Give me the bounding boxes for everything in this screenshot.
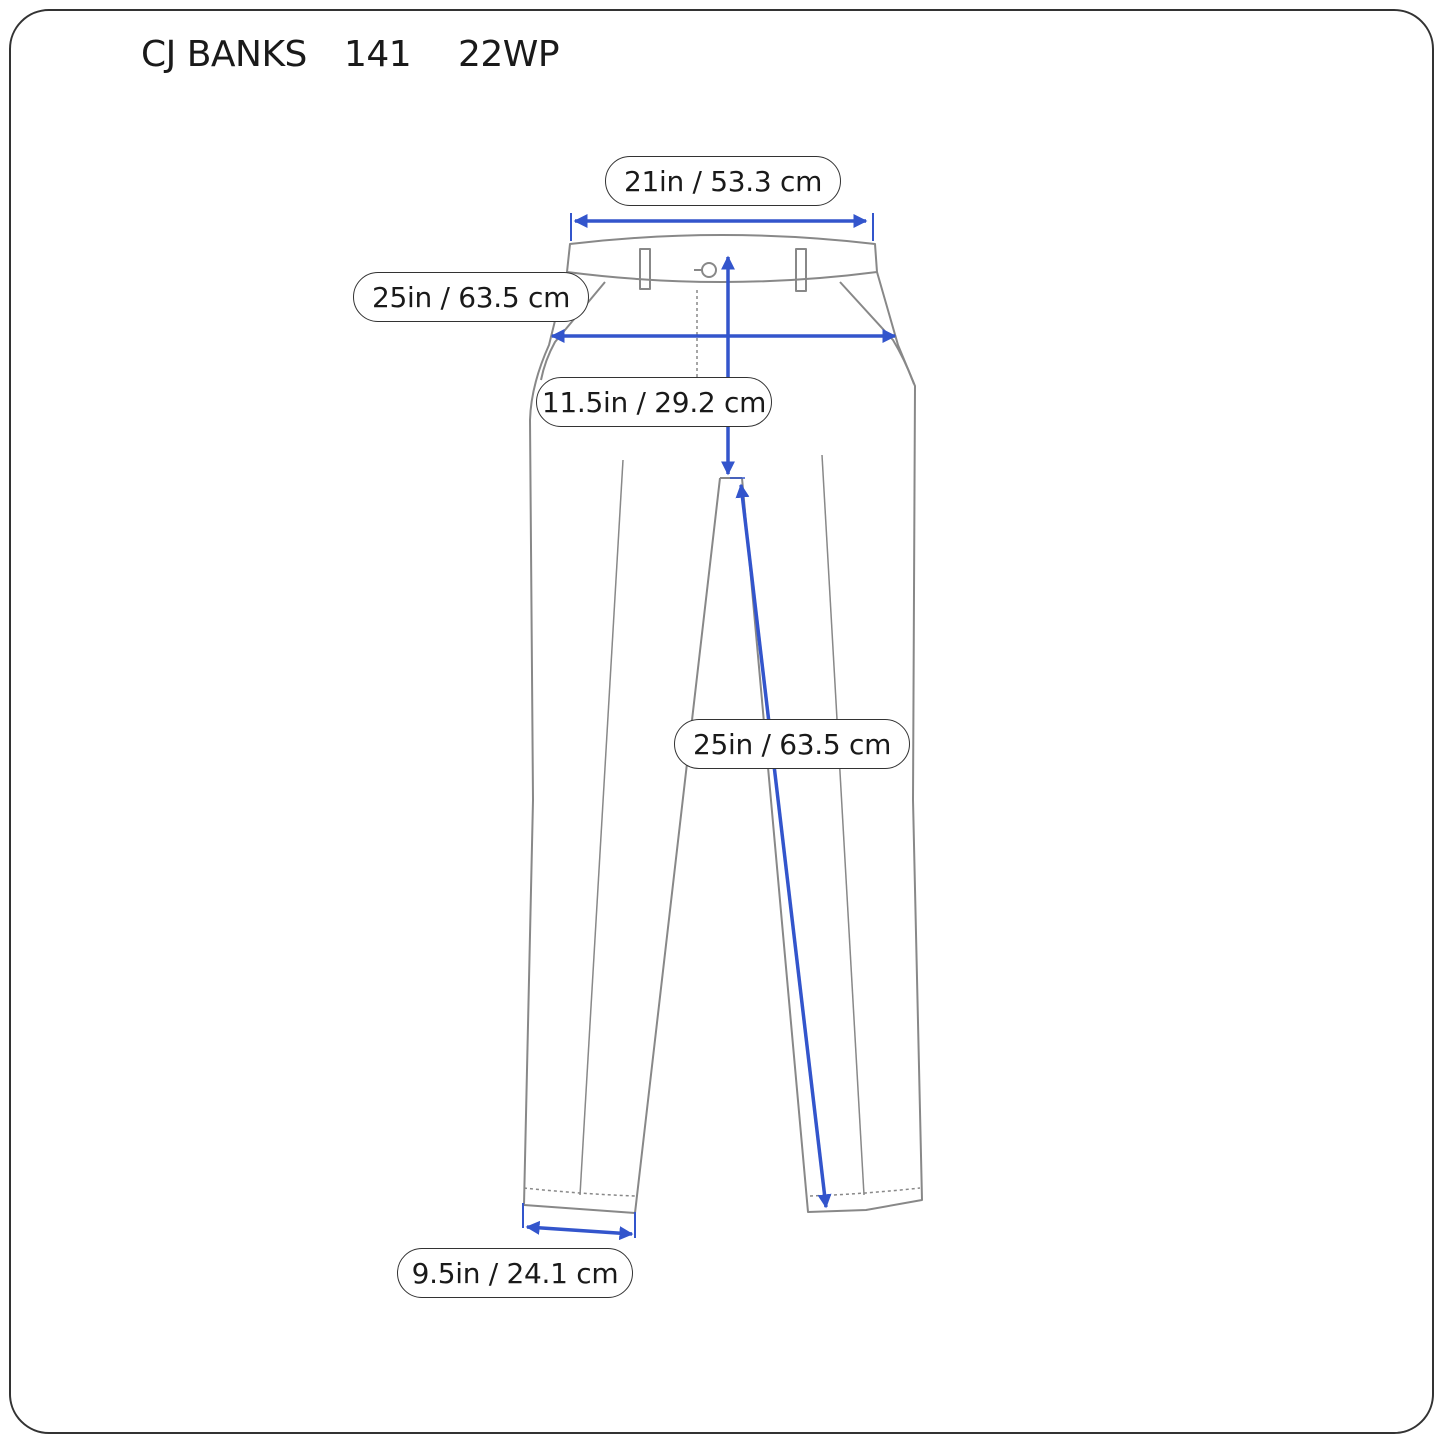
waistband [566, 234, 878, 283]
brand-label: CJ BANKS [141, 34, 307, 75]
hem-left [523, 1187, 637, 1197]
belt-loop-left [639, 248, 651, 290]
left-leg-outline [523, 271, 721, 1214]
inseam-measurement-label: 25in / 63.5 cm [674, 719, 910, 769]
hip-measurement-label: 25in / 63.5 cm [353, 272, 589, 322]
belt-loop-right [795, 248, 807, 292]
size-label: 22WP [458, 34, 560, 75]
hem-right [809, 1187, 921, 1197]
button-icon [701, 262, 717, 278]
style-code-label: 141 [344, 34, 412, 75]
inseam-arrow [735, 483, 832, 1209]
leg-opening-arrow [525, 1220, 634, 1241]
crease-right [821, 454, 865, 1196]
right-leg-outline [741, 271, 923, 1213]
crease-left [579, 459, 624, 1196]
pocket-right [839, 281, 915, 385]
rise-measurement-label: 11.5in / 29.2 cm [536, 377, 772, 427]
leg-opening-measurement-label: 9.5in / 24.1 cm [397, 1248, 633, 1298]
measurement-arrows [522, 213, 897, 1241]
waist-measurement-label: 21in / 53.3 cm [605, 156, 841, 206]
